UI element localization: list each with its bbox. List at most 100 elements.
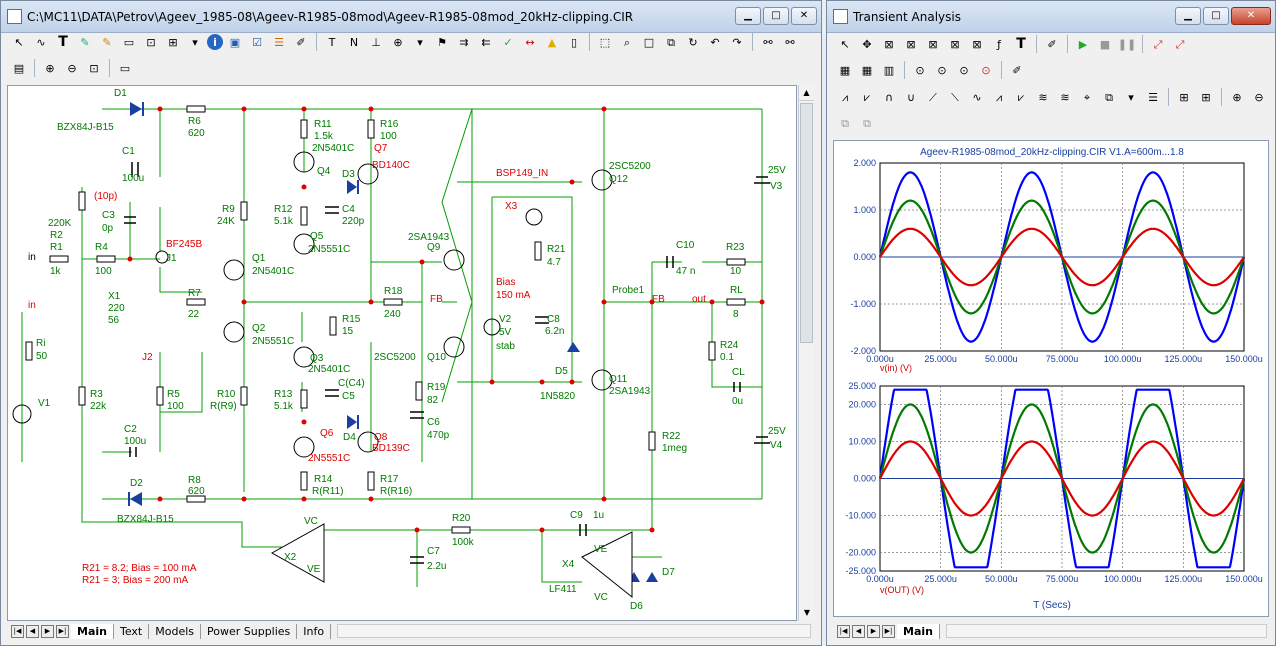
select-arrow-icon[interactable]: ↖ — [14, 35, 24, 49]
text-icon[interactable]: T — [1016, 36, 1026, 52]
print-icon[interactable]: ▭ — [119, 61, 131, 75]
pin-connect-icon[interactable]: ↔ — [525, 35, 535, 49]
check-icon[interactable]: ☑ — [252, 35, 262, 49]
tag-icon[interactable]: ⌖ — [1083, 90, 1091, 104]
peak-icon[interactable]: ⩘ — [841, 90, 849, 104]
analysis-close-button[interactable]: ✕ — [1231, 7, 1271, 25]
analysis-nav-next[interactable]: ▶ — [867, 624, 880, 638]
tab-text[interactable]: Text — [114, 623, 150, 639]
help-icon[interactable]: i — [207, 34, 223, 50]
zoom-out-icon[interactable]: ⊖ — [1254, 90, 1264, 104]
text-tool-icon[interactable]: T — [58, 34, 68, 50]
stop-icon[interactable]: ■ — [1099, 37, 1111, 51]
scale-5-icon[interactable]: ⊠ — [972, 37, 982, 51]
undo-icon[interactable]: ↶ — [710, 35, 720, 49]
fit-2-icon[interactable]: ⊞ — [1201, 90, 1211, 104]
tile-icon[interactable]: ⧉ — [841, 116, 849, 130]
analysis-titlebar[interactable]: Transient Analysis ▁ □ ✕ — [827, 1, 1275, 33]
checkmark-icon[interactable]: ✓ — [503, 35, 513, 49]
analysis-minimize-button[interactable]: ▁ — [1175, 7, 1201, 25]
scroll-down-icon[interactable]: ▼ — [803, 608, 811, 617]
close-button[interactable]: ✕ — [791, 7, 817, 25]
fit-icon[interactable]: ⊞ — [1179, 90, 1189, 104]
zoom-in-icon[interactable]: ⊕ — [45, 61, 55, 75]
maximize-button[interactable]: □ — [763, 7, 789, 25]
copy-icon[interactable]: ⧉ — [1105, 90, 1113, 104]
pan-icon[interactable]: ✥ — [862, 37, 872, 51]
schematic-vertical-scrollbar[interactable]: ▲ ▼ — [798, 85, 814, 621]
select-region-icon[interactable]: ⬚ — [599, 35, 611, 49]
zoom-reset-icon[interactable]: ⊙ — [915, 63, 925, 77]
arrow-left-icon[interactable]: ⇇ — [481, 35, 491, 49]
slope-icon[interactable]: ⟋ — [929, 90, 937, 104]
horizontal-scrollbar[interactable] — [337, 624, 811, 638]
pen-icon[interactable]: ✎ — [80, 35, 90, 49]
grid-a-icon[interactable]: ▦ — [839, 63, 851, 77]
arrow-right-icon[interactable]: ⇉ — [459, 35, 469, 49]
properties-icon[interactable]: ✐ — [296, 35, 306, 49]
zoom-out-icon[interactable]: ⊖ — [67, 61, 77, 75]
cursor-icon[interactable]: ⤢ — [1153, 37, 1163, 51]
bottom-icon[interactable]: ≋ — [1060, 90, 1070, 104]
node-numbers-icon[interactable]: ▣ — [229, 35, 241, 49]
tab-info[interactable]: Info — [297, 623, 332, 639]
scroll-thumb[interactable] — [800, 103, 813, 343]
nav-last-button[interactable]: ▶| — [56, 624, 69, 638]
inflection-icon[interactable]: ∿ — [972, 90, 982, 104]
run-icon[interactable]: ▶ — [1078, 37, 1088, 51]
tab-main[interactable]: Main — [71, 623, 114, 639]
analysis-nav-first[interactable]: |◀ — [837, 624, 850, 638]
tile-2-icon[interactable]: ⧉ — [863, 116, 871, 130]
rotate-icon[interactable]: ↻ — [688, 35, 698, 49]
analysis-nav-prev[interactable]: ◀ — [852, 624, 865, 638]
scale-3-icon[interactable]: ⊠ — [928, 37, 938, 51]
global-high-icon[interactable]: ⩘ — [995, 90, 1003, 104]
list-icon[interactable]: ☰ — [274, 35, 284, 49]
layout-icon[interactable]: ⊕ — [393, 35, 403, 49]
slope-2-icon[interactable]: ⟍ — [951, 90, 959, 104]
wire-icon[interactable]: ∿ — [36, 35, 46, 49]
draw-icon[interactable]: ✎ — [102, 35, 112, 49]
pin-icon[interactable]: ⊥ — [371, 35, 381, 49]
page-icon[interactable]: ▯ — [570, 35, 578, 49]
dropdown-icon[interactable]: ▾ — [1128, 90, 1134, 104]
dropdown-icon[interactable]: ▾ — [192, 35, 198, 49]
text-box-icon[interactable]: T — [328, 35, 336, 49]
scale-4-icon[interactable]: ⊠ — [950, 37, 960, 51]
scale-2-icon[interactable]: ⊠ — [906, 37, 916, 51]
binoculars-2-icon[interactable]: ⚯ — [785, 35, 795, 49]
scroll-up-icon[interactable]: ▲ — [799, 85, 814, 101]
schematic-titlebar[interactable]: C:\MC11\DATA\Petrov\Ageev_1985-08\Ageev-… — [1, 1, 821, 33]
high-icon[interactable]: ∩ — [884, 90, 894, 104]
component-icon[interactable]: ⊡ — [146, 35, 156, 49]
binoculars-icon[interactable]: ⚯ — [763, 35, 773, 49]
grid-icon[interactable]: ⊞ — [168, 35, 178, 49]
valley-icon[interactable]: ⩗ — [863, 90, 871, 104]
copy-icon[interactable]: ⧉ — [667, 35, 675, 49]
flag-icon[interactable]: ⚑ — [437, 35, 447, 49]
low-icon[interactable]: ∪ — [906, 90, 916, 104]
cursor-2-icon[interactable]: ⤢ — [1175, 37, 1185, 51]
schematic-canvas[interactable]: D1 BZX84J-B15 R6 620 C1 100u C3 0p 220K … — [7, 85, 797, 621]
tab-models[interactable]: Models — [149, 623, 201, 639]
zoom-4-icon[interactable]: ⊙ — [981, 63, 991, 77]
function-icon[interactable]: ƒ — [997, 37, 1001, 51]
nav-prev-button[interactable]: ◀ — [26, 624, 39, 638]
plot-area[interactable]: Ageev-R1985-08mod_20kHz-clipping.CIR V1.… — [833, 140, 1269, 617]
analysis-tab-main[interactable]: Main — [897, 623, 940, 639]
warning-icon[interactable]: ▲ — [547, 35, 557, 49]
zoom-3-icon[interactable]: ⊙ — [959, 63, 969, 77]
analysis-nav-last[interactable]: ▶| — [882, 624, 895, 638]
minimize-button[interactable]: ▁ — [735, 7, 761, 25]
tab-power-supplies[interactable]: Power Supplies — [201, 623, 298, 639]
grid-b-icon[interactable]: ▦ — [861, 63, 873, 77]
redo-icon[interactable]: ↷ — [732, 35, 742, 49]
zoom-2-icon[interactable]: ⊙ — [937, 63, 947, 77]
list-icon[interactable]: ☰ — [1148, 90, 1158, 104]
zoom-in-icon[interactable]: ⊕ — [1232, 90, 1242, 104]
select-arrow-icon[interactable]: ↖ — [840, 37, 850, 51]
zoom-fit-icon[interactable]: ⊡ — [89, 61, 99, 75]
blank-box-icon[interactable]: □ — [643, 35, 655, 49]
nav-first-button[interactable]: |◀ — [11, 624, 24, 638]
top-icon[interactable]: ≋ — [1038, 90, 1048, 104]
